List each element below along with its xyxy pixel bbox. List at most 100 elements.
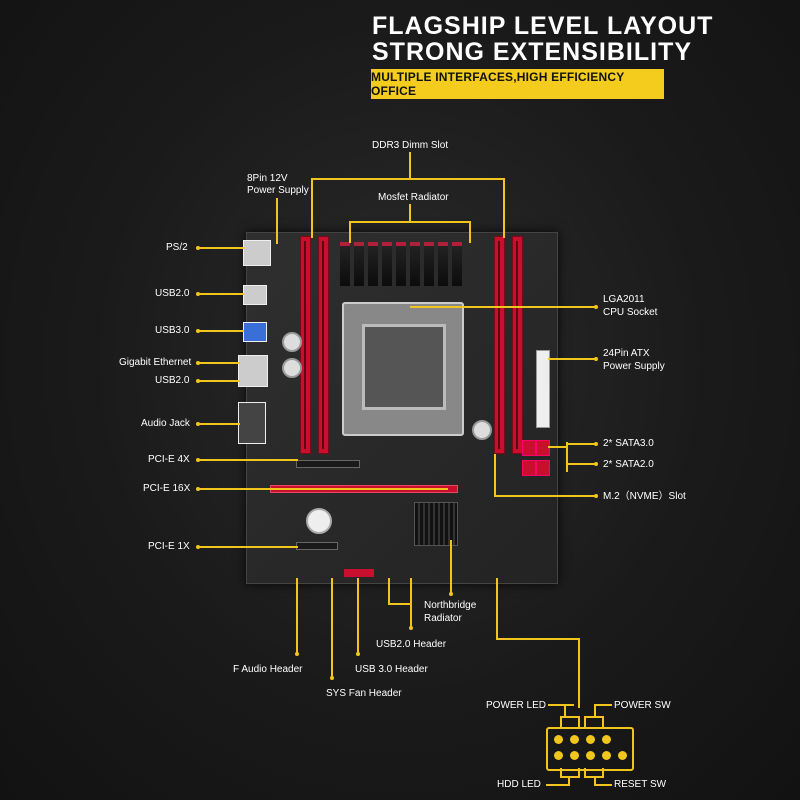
mosfet-fin	[438, 242, 448, 286]
front-panel-header	[546, 727, 634, 771]
headline-line2: STRONG EXTENSIBILITY	[372, 38, 693, 66]
label-usb30: USB3.0	[155, 325, 190, 336]
leader-line	[198, 459, 298, 461]
leader-line	[602, 768, 604, 778]
leader-line	[311, 178, 505, 180]
header-pin	[602, 735, 611, 744]
label-lga-line1: LGA2011	[603, 294, 645, 305]
header-pin	[570, 751, 579, 760]
label-usb30-header: USB 3.0 Header	[355, 664, 428, 675]
ethernet-port	[238, 355, 268, 387]
header-pin	[586, 751, 595, 760]
label-sysfan: SYS Fan Header	[326, 688, 402, 699]
dimm-slot	[318, 236, 329, 454]
sata-port	[522, 440, 536, 456]
label-mosfet: Mosfet Radiator	[378, 192, 449, 203]
leader-line	[198, 330, 244, 332]
leader-line	[388, 603, 412, 605]
leader-line	[594, 704, 612, 706]
leader-line	[548, 446, 568, 448]
leader-line	[566, 443, 596, 445]
leader-dot	[594, 305, 598, 309]
label-sata3: 2* SATA3.0	[603, 438, 654, 449]
mosfet-fin	[396, 242, 406, 286]
leader-line	[548, 704, 574, 706]
leader-dot	[295, 652, 299, 656]
banner: MULTIPLE INTERFACES,HIGH EFFICIENCY OFFI…	[371, 69, 664, 99]
label-gigabit: Gigabit Ethernet	[119, 357, 192, 368]
leader-dot	[356, 652, 360, 656]
label-northbridge-line1: Northbridge	[424, 600, 477, 611]
label-atx-line1: 24Pin ATX	[603, 348, 650, 359]
capacitor	[282, 332, 302, 352]
sata-port	[536, 460, 550, 476]
label-pcie1x: PCI-E 1X	[148, 541, 190, 552]
header-pin	[554, 751, 563, 760]
leader-line	[409, 152, 411, 179]
header-pin	[618, 751, 627, 760]
leader-line	[469, 221, 471, 243]
usb2-port	[243, 285, 267, 305]
leader-line	[296, 578, 298, 654]
leader-line	[496, 578, 498, 640]
label-northbridge-line2: Radiator	[424, 613, 462, 624]
ps2-port	[243, 240, 271, 266]
mosfet-fin	[382, 242, 392, 286]
label-audio-jack: Audio Jack	[141, 418, 190, 429]
leader-line	[276, 198, 278, 244]
leader-line	[198, 247, 244, 249]
sys-fan-connector	[344, 569, 374, 577]
leader-line	[450, 540, 452, 594]
leader-dot	[409, 626, 413, 630]
dimm-slot	[512, 236, 523, 454]
header-pin	[554, 735, 563, 744]
label-pcie16x: PCI-E 16X	[143, 483, 191, 494]
capacitor	[472, 420, 492, 440]
leader-line	[564, 704, 566, 718]
dimm-slot	[494, 236, 505, 454]
leader-line	[566, 442, 568, 472]
leader-line	[560, 768, 562, 778]
leader-line	[349, 221, 471, 223]
leader-line	[578, 638, 580, 708]
label-faudio: F Audio Header	[233, 664, 303, 675]
cpu-socket	[342, 302, 464, 436]
label-atx-line2: Power Supply	[603, 361, 665, 372]
mosfet-fin	[410, 242, 420, 286]
label-lga-line2: CPU Socket	[603, 307, 658, 318]
pcie-1x-slot	[296, 542, 338, 550]
usb3-port	[243, 322, 267, 342]
headline-line1: FLAGSHIP LEVEL LAYOUT	[372, 12, 714, 40]
label-8pin-line1: 8Pin 12V	[247, 173, 288, 184]
leader-line	[566, 463, 596, 465]
label-ps2: PS/2	[166, 242, 188, 253]
leader-line	[548, 358, 596, 360]
leader-dot	[594, 494, 598, 498]
cmos-battery	[306, 508, 332, 534]
leader-line	[311, 178, 313, 238]
leader-line	[494, 454, 496, 496]
leader-line	[198, 423, 240, 425]
label-8pin-line2: Power Supply	[247, 185, 309, 196]
leader-line	[578, 768, 580, 778]
label-power-sw: POWER SW	[614, 700, 671, 711]
leader-line	[594, 704, 596, 718]
leader-line	[331, 578, 333, 678]
leader-line	[349, 221, 351, 243]
leader-line	[584, 768, 586, 778]
capacitor	[282, 358, 302, 378]
dimm-slot	[300, 236, 311, 454]
leader-line	[546, 784, 570, 786]
leader-line	[594, 776, 596, 786]
sata-port	[536, 440, 550, 456]
leader-line	[388, 578, 390, 604]
leader-line	[560, 716, 562, 728]
mosfet-fin	[424, 242, 434, 286]
leader-line	[594, 784, 612, 786]
mosfet-fin	[452, 242, 462, 286]
label-usb20-top: USB2.0	[155, 288, 190, 299]
label-hdd-led: HDD LED	[497, 779, 541, 790]
leader-line	[578, 716, 580, 728]
leader-line	[409, 204, 411, 222]
leader-line	[357, 578, 359, 654]
